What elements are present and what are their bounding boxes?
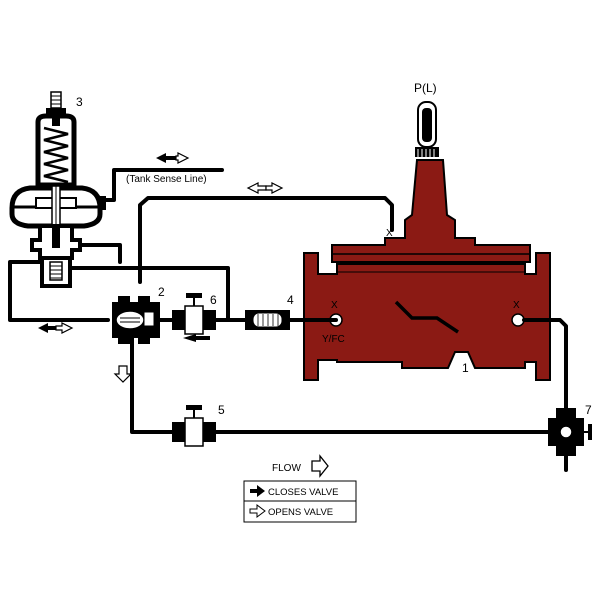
tank-sense-line-label: (Tank Sense Line): [126, 174, 207, 185]
port-yfc-label: Y/FC: [322, 334, 345, 345]
double-arrow-icon: [246, 182, 284, 194]
flow-control-valve: [172, 293, 216, 342]
down-arrow-icon: [113, 365, 133, 383]
needle-valve-number: 2: [158, 285, 165, 299]
check-valve-number: 7: [585, 403, 592, 417]
needle-valve: [112, 296, 160, 344]
isolation-valve-number: 5: [218, 403, 225, 417]
double-arrow-icon: [156, 152, 190, 164]
strainer: [245, 310, 290, 330]
port-x-inlet-label: X: [331, 300, 338, 311]
main-valve: [303, 101, 551, 381]
main-valve-number: 1: [462, 361, 469, 375]
double-arrow-icon: [38, 322, 74, 334]
valve-bonnet: [331, 159, 531, 263]
port-x-top-label: X: [386, 228, 393, 239]
closes-valve-arrow-icon: [250, 485, 265, 497]
port-x-outlet-label: X: [513, 300, 520, 311]
legend-opens-valve: OPENS VALVE: [268, 507, 333, 518]
check-valve: [548, 408, 592, 456]
flow-control-number: 6: [210, 293, 217, 307]
legend: CLOSES VALVE OPENS VALVE: [243, 480, 357, 523]
pressure-label: P(L): [414, 81, 437, 95]
pilot-valve-number: 3: [76, 95, 83, 109]
opens-valve-arrow-icon: [249, 504, 266, 518]
isolation-valve: [172, 405, 216, 447]
flow-label: FLOW: [272, 463, 301, 474]
pressure-gauge: [415, 101, 439, 157]
pilot-valve: [9, 91, 106, 288]
legend-closes-valve: CLOSES VALVE: [268, 487, 338, 498]
flow-arrow-icon: [311, 454, 329, 478]
strainer-number: 4: [287, 293, 294, 307]
